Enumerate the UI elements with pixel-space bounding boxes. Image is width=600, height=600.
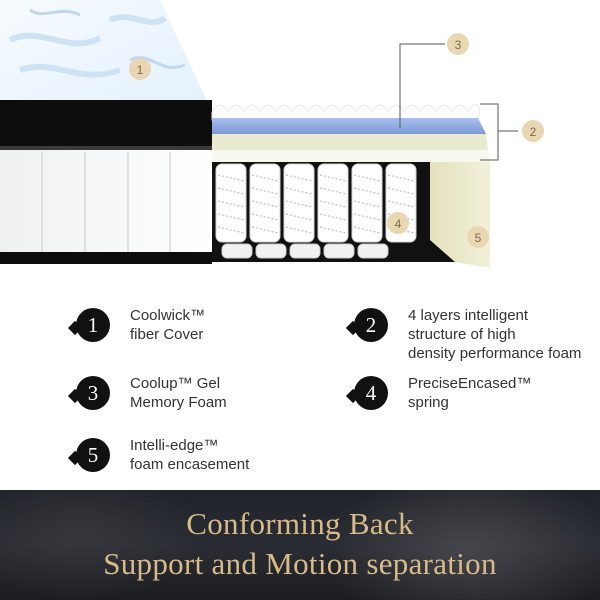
legend-line: spring xyxy=(408,394,449,411)
legend-text-4: PreciseEncased™ spring xyxy=(408,374,531,412)
piping-band xyxy=(0,100,212,148)
legend-item-5: 5 Intelli-edge™ foam encasement xyxy=(76,436,249,474)
callout-badge-3: 3 xyxy=(447,33,469,55)
legend-line: Coolup™ Gel xyxy=(130,375,221,392)
legend-text-1: Coolwick™ fiber Cover xyxy=(130,306,205,344)
banner-headline-line-1: Conforming Back xyxy=(186,506,414,541)
legend-number-5: 5 xyxy=(87,442,99,467)
legend-text-3: Coolup™ Gel Memory Foam xyxy=(130,374,227,412)
legend-line: 4 layers intelligent xyxy=(408,307,529,324)
gel-memory-foam-layer xyxy=(212,118,486,134)
legend-line: structure of high xyxy=(408,326,516,343)
tagline-banner: Conforming Back Support and Motion separ… xyxy=(0,490,600,600)
legend-number-4: 4 xyxy=(365,380,377,405)
callout-number-2: 2 xyxy=(530,125,537,139)
callout-number-3: 3 xyxy=(455,38,462,52)
legend-badge-1: 1 xyxy=(76,308,110,342)
top-surface xyxy=(160,0,500,110)
egg-crate-layer xyxy=(211,104,481,121)
legend-text-5: Intelli-edge™ foam encasement xyxy=(130,436,249,474)
bottom-band xyxy=(0,252,212,264)
quilted-cover xyxy=(0,0,210,105)
legend-item-1: 1 Coolwick™ fiber Cover xyxy=(76,306,205,344)
legend-line: Coolwick™ xyxy=(130,307,206,324)
legend-badge-4: 4 xyxy=(354,376,388,410)
transition-foam-layer xyxy=(212,134,488,150)
legend-number-1: 1 xyxy=(87,312,99,337)
piping-edge xyxy=(0,146,212,150)
legend-line: fiber Cover xyxy=(130,326,204,343)
legend-badge-2: 2 xyxy=(354,308,388,342)
legend-item-2: 2 4 layers intelligent structure of high… xyxy=(354,306,581,363)
banner-headline-line-2: Support and Motion separation xyxy=(103,546,497,581)
legend-number-2: 2 xyxy=(365,312,377,337)
callout-badge-4: 4 xyxy=(387,212,409,234)
legend-line: PreciseEncased™ xyxy=(408,375,532,392)
legend-item-4: 4 PreciseEncased™ spring xyxy=(354,374,531,412)
legend-number-3: 3 xyxy=(87,380,99,405)
callout-number-4: 4 xyxy=(395,217,402,231)
mattress-cutaway-illustration: 1 3 2 4 5 xyxy=(0,0,544,268)
callout-badge-2: 2 xyxy=(522,120,544,142)
banner-background-photo xyxy=(0,490,600,600)
legend-line: foam encasement xyxy=(130,456,250,473)
legend-text-2: 4 layers intelligent structure of high d… xyxy=(408,306,581,363)
callout-number-1: 1 xyxy=(137,63,144,77)
leader-lines xyxy=(399,43,518,161)
callout-badge-1: 1 xyxy=(129,58,151,80)
side-panel xyxy=(0,150,212,255)
support-foam-layer xyxy=(212,150,490,162)
legend-badge-5: 5 xyxy=(76,438,110,472)
callout-number-5: 5 xyxy=(475,231,482,245)
legend-item-3: 3 Coolup™ Gel Memory Foam xyxy=(76,374,227,412)
callout-badge-5: 5 xyxy=(467,226,489,248)
legend-line: Memory Foam xyxy=(130,394,227,411)
legend-line: density performance foam xyxy=(408,345,582,362)
legend-badge-3: 3 xyxy=(76,376,110,410)
legend-line: Intelli-edge™ xyxy=(130,437,219,454)
